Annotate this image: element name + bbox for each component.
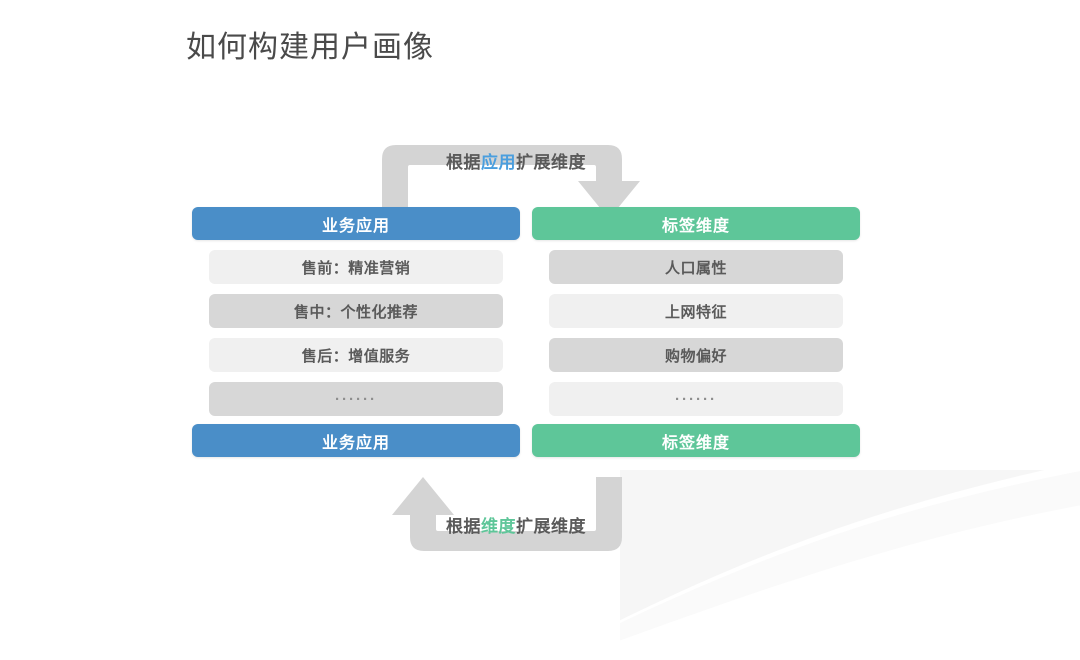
- column-business-application: 业务应用 售前：精准营销 售中：个性化推荐 售后：增值服务 ······ 业务应…: [192, 207, 520, 457]
- page-title: 如何构建用户画像: [186, 31, 434, 64]
- arrow-bottom: [382, 477, 650, 555]
- list-item[interactable]: 购物偏好: [549, 338, 843, 372]
- arrow-top-label-prefix: 根据: [446, 153, 481, 172]
- arrow-top-label-suffix: 扩展维度: [516, 153, 586, 172]
- column-left-items: 售前：精准营销 售中：个性化推荐 售后：增值服务 ······: [192, 250, 520, 416]
- arrow-bottom-label-highlight: 维度: [481, 517, 516, 536]
- column-left-footer[interactable]: 业务应用: [192, 424, 520, 457]
- slide-canvas: 如何构建用户画像 根据应用扩展维度 根据维度扩展维度 业务应用 售前：精准营销 …: [186, 31, 860, 555]
- arrow-top: [382, 141, 650, 219]
- arrow-top-label: 根据应用扩展维度: [382, 148, 650, 173]
- list-item[interactable]: ······: [549, 382, 843, 416]
- list-item[interactable]: 售中：个性化推荐: [209, 294, 503, 328]
- arrow-top-label-highlight: 应用: [481, 153, 516, 172]
- arrow-bottom-label: 根据维度扩展维度: [382, 512, 650, 537]
- column-right-footer[interactable]: 标签维度: [532, 424, 860, 457]
- arrow-bottom-label-prefix: 根据: [446, 517, 481, 536]
- list-item[interactable]: 上网特征: [549, 294, 843, 328]
- column-right-header[interactable]: 标签维度: [532, 207, 860, 240]
- list-item[interactable]: 人口属性: [549, 250, 843, 284]
- list-item[interactable]: ······: [209, 382, 503, 416]
- column-tag-dimension: 标签维度 人口属性 上网特征 购物偏好 ······ 标签维度: [532, 207, 860, 457]
- decorative-swoosh: [620, 470, 1080, 660]
- column-left-header[interactable]: 业务应用: [192, 207, 520, 240]
- list-item[interactable]: 售前：精准营销: [209, 250, 503, 284]
- list-item[interactable]: 售后：增值服务: [209, 338, 503, 372]
- column-right-items: 人口属性 上网特征 购物偏好 ······: [532, 250, 860, 416]
- arrow-bottom-label-suffix: 扩展维度: [516, 517, 586, 536]
